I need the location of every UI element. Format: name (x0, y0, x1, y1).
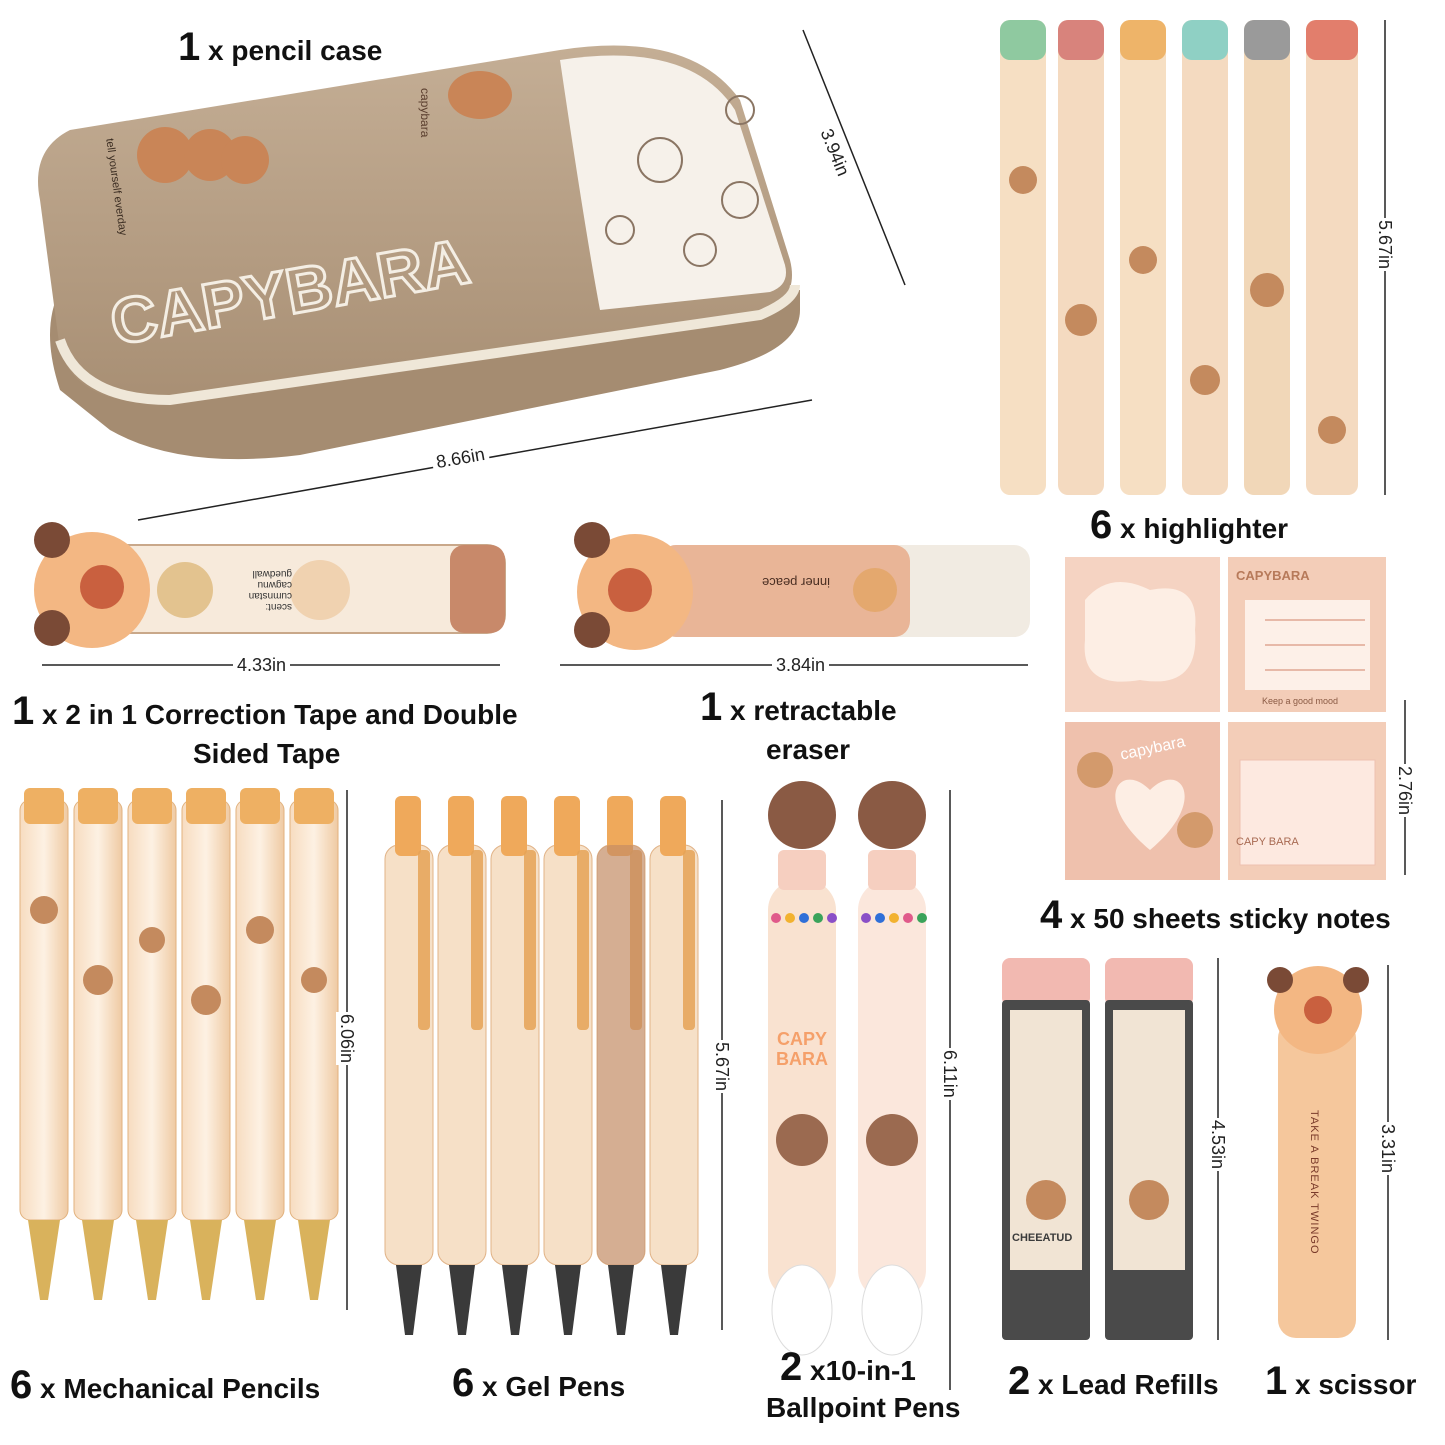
highlighter-label: x highlighter (1120, 513, 1289, 544)
highlighter-caption: 6 x highlighter (1090, 500, 1288, 550)
pencil-case-caption: 1 x pencil case (178, 22, 382, 72)
mechanical-pencils-caption: 6 x Mechanical Pencils (10, 1360, 320, 1410)
correction-tape-length-label: 4.33in (233, 655, 291, 676)
correction-tape-label-line2: Sided Tape (193, 738, 341, 769)
lead-refills-label: x Lead Refills (1038, 1369, 1219, 1400)
ballpoint-pens-label-line2: Ballpoint Pens (766, 1392, 961, 1423)
sticky-notes-caption: 4 x 50 sheets sticky notes (1040, 890, 1391, 940)
gel-pens-qty: 6 (452, 1361, 475, 1405)
scissor-image (1267, 966, 1369, 1338)
sticky-notes-image (1065, 557, 1386, 880)
ballpoint-pens-image (768, 781, 927, 1356)
highlighter-height-label: 5.67in (1374, 218, 1395, 272)
lead-refills-caption: 2 x Lead Refills (1008, 1356, 1219, 1406)
scissor-caption: 1 x scissor (1265, 1356, 1416, 1406)
eraser-label-line1: x retractable (730, 695, 897, 726)
pencil-case-qty: 1 (178, 25, 201, 69)
scissor-qty: 1 (1265, 1359, 1288, 1403)
highlighters-image (1000, 20, 1358, 495)
mechanical-pencils-height-label: 6.06in (336, 1012, 357, 1066)
ballpoint-pens-height-label: 6.11in (939, 1048, 960, 1100)
scissor-print: TAKE A BREAK TWINGO (1308, 1110, 1320, 1255)
scissor-label: x scissor (1295, 1369, 1417, 1400)
sticky-notes-qty: 4 (1040, 893, 1063, 937)
lead-refills-height-label: 4.53in (1207, 1118, 1228, 1172)
sticky-pad-text-1: CAPYBARA (1236, 568, 1310, 583)
gel-pens-label: x Gel Pens (482, 1371, 626, 1402)
highlighter-qty: 6 (1090, 503, 1113, 547)
gel-pens-caption: 6 x Gel Pens (452, 1358, 625, 1408)
sticky-pad-text-2: Keep a good mood (1262, 696, 1339, 706)
correction-tape-image (34, 522, 506, 648)
gel-pens-height-label: 5.67in (711, 1040, 732, 1094)
mechanical-pencils-image (19, 788, 339, 1300)
eraser-label-line2: eraser (766, 734, 851, 765)
correction-tape-qty: 1 (12, 689, 35, 733)
scissor-height-label: 3.31in (1377, 1122, 1398, 1176)
pencil-case-image: CAPYBARA (38, 45, 800, 460)
ballpoint-pens-caption: 2 x10-in-1 (780, 1342, 916, 1392)
ballpoint-print: CAPY BARA (776, 1029, 828, 1069)
eraser-image (574, 522, 1030, 650)
sticky-notes-height-label: 2.76in (1394, 764, 1415, 818)
lead-refill-print: CHEEATUD (1012, 1232, 1073, 1244)
gel-pens-image (384, 796, 699, 1335)
tape-print: scent: cumnstan cagwnu guedwall (248, 568, 292, 612)
sticky-notes-label: x 50 sheets sticky notes (1070, 903, 1391, 934)
correction-tape-label-line1: x 2 in 1 Correction Tape and Double (42, 699, 518, 730)
eraser-qty: 1 (700, 685, 723, 729)
pencil-case-label: x pencil case (208, 35, 383, 66)
eraser-caption: 1 x retractable (700, 682, 897, 732)
correction-tape-caption: 1 x 2 in 1 Correction Tape and Double (12, 686, 518, 736)
mechanical-pencils-label: x Mechanical Pencils (40, 1373, 321, 1404)
eraser-print: inner peace (762, 575, 830, 590)
case-tag: capybara (418, 88, 432, 138)
lead-refills-image (1002, 958, 1193, 1340)
sticky-pad-text-4: CAPY BARA (1236, 836, 1299, 848)
mechanical-pencils-qty: 6 (10, 1363, 33, 1407)
eraser-length-label: 3.84in (772, 655, 830, 676)
ballpoint-pens-qty: 2 (780, 1345, 803, 1389)
ballpoint-pens-label-line1: x10-in-1 (810, 1355, 916, 1386)
lead-refills-qty: 2 (1008, 1359, 1031, 1403)
